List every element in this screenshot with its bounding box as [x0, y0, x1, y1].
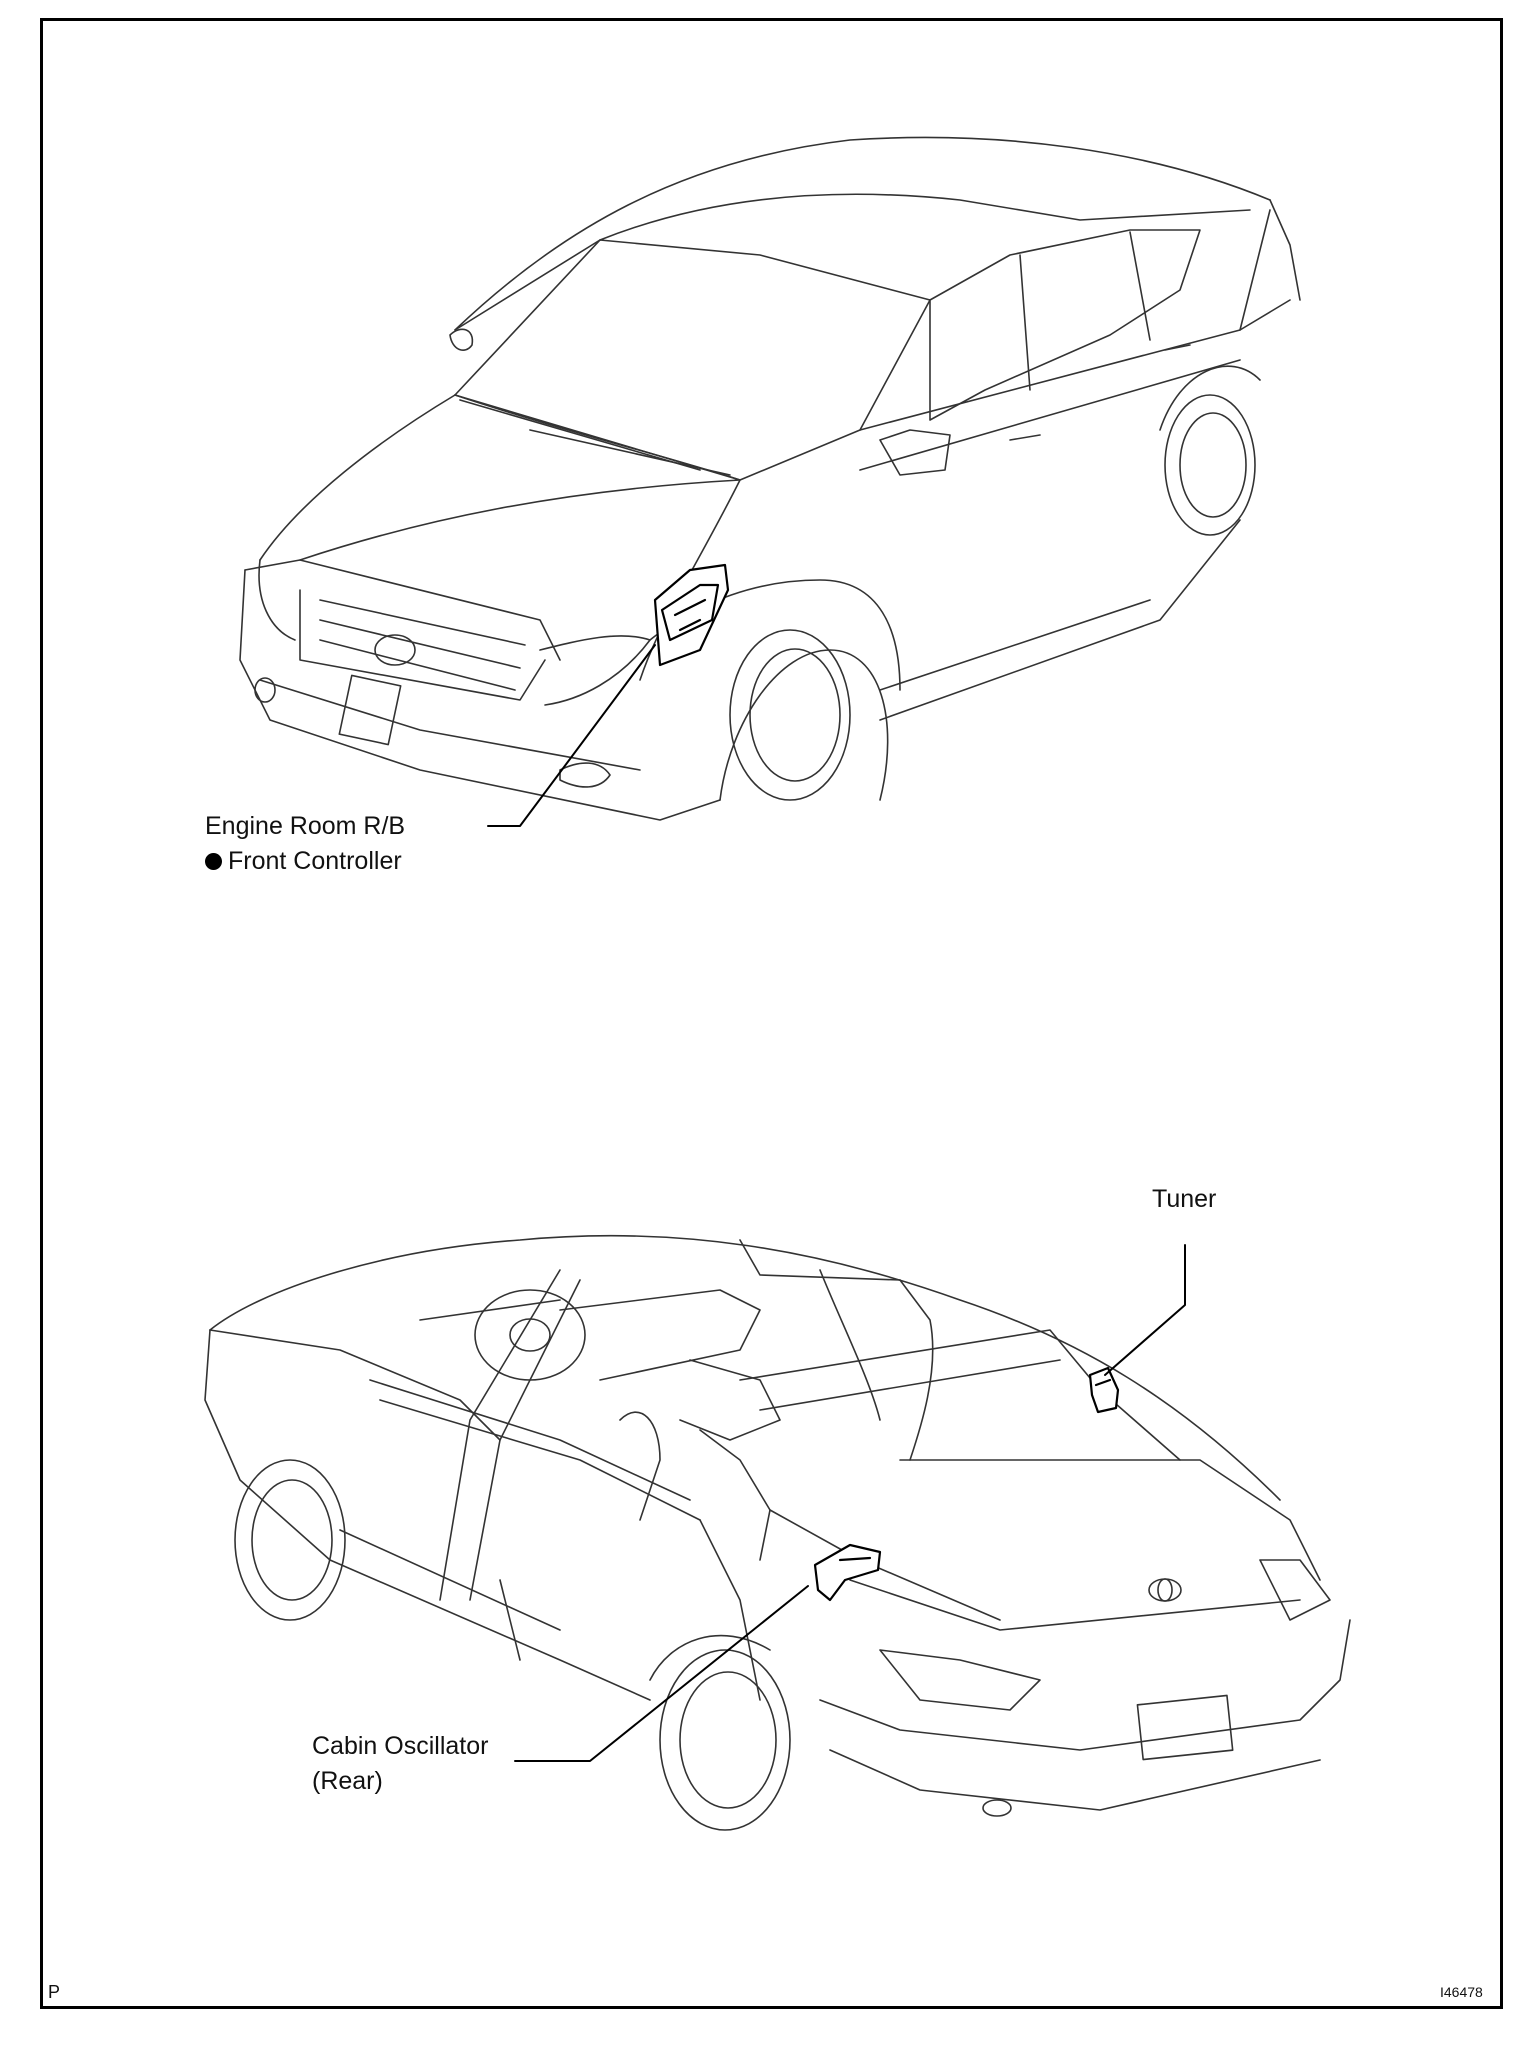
engine-room-rb-leader	[487, 644, 656, 827]
front-view-car	[239, 136, 1301, 827]
corner-mark-p: P	[48, 1982, 61, 2002]
rear-view-car	[204, 1234, 1351, 1831]
tuner-component	[1088, 1366, 1120, 1414]
diagram-frame	[40, 18, 1503, 2009]
tuner-leader	[1104, 1244, 1186, 1376]
tuner-label: Tuner	[1152, 1185, 1217, 1213]
engine-room-rb-component	[653, 563, 730, 667]
engine-room-rb-label: Engine Room R/B	[205, 812, 406, 840]
cabin-oscillator-sub-label: (Rear)	[312, 1767, 383, 1795]
cabin-oscillator-label: Cabin Oscillator	[312, 1732, 489, 1760]
cabin-oscillator-component	[813, 1543, 882, 1602]
front-controller-label-row: Front Controller	[205, 845, 402, 877]
filled-circle-bullet-icon	[205, 853, 222, 870]
figure-id: I46478	[1440, 1984, 1483, 2000]
cabin-oscillator-leader	[514, 1585, 809, 1762]
front-controller-label: Front Controller	[228, 847, 402, 875]
